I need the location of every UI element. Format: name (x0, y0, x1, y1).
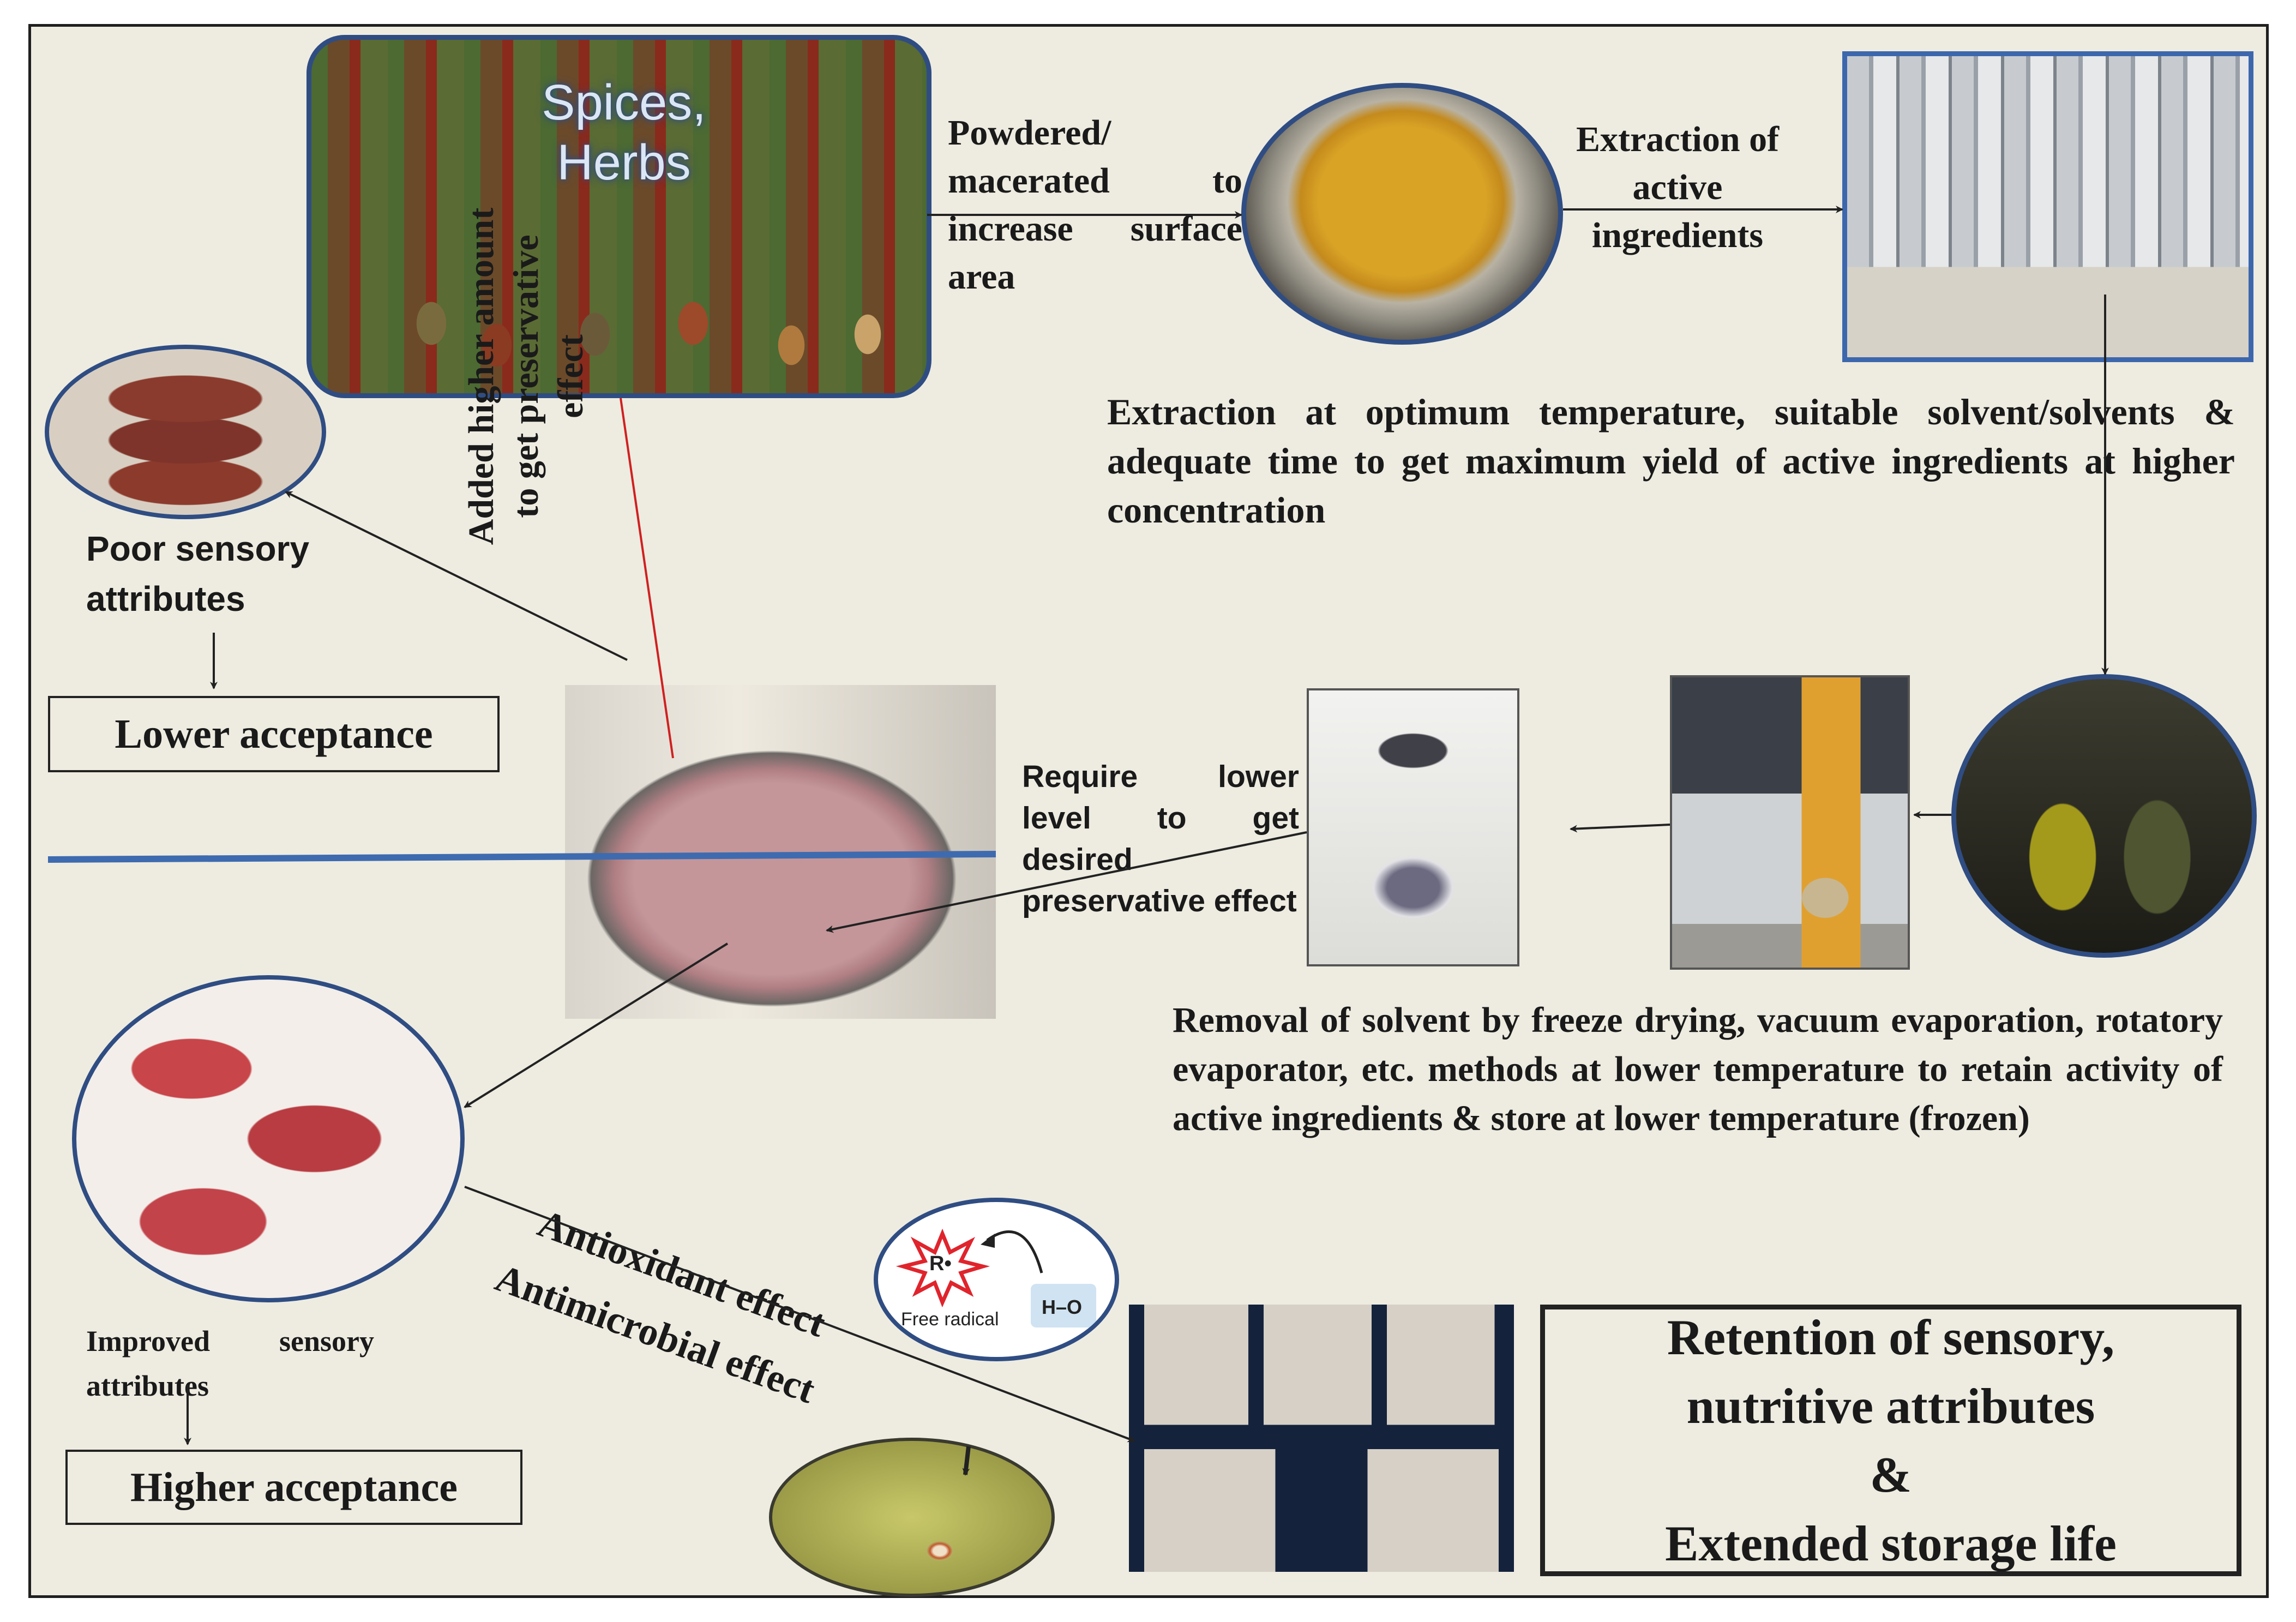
radical-label: Free radical (901, 1309, 999, 1330)
retention-box: Retention of sensory, nutritive attribut… (1540, 1305, 2241, 1576)
arrow-mixer-to-fresh-patties (464, 942, 729, 1108)
packaged-samples-photo (1129, 1305, 1514, 1572)
ho-label: H–O (1042, 1296, 1083, 1318)
rotary-evaporator-photo (1670, 675, 1910, 970)
retention-line-1: Retention of sensory, (1667, 1309, 2115, 1365)
inhibition-zone-photo (769, 1438, 1055, 1597)
divider-line (47, 851, 996, 863)
turmeric-powder-photo (1241, 83, 1563, 345)
spice-title: Spices, Herbs (542, 75, 706, 190)
poor-sensory-text: Poor sensory attributes (86, 529, 310, 618)
fresh-patties-photo (72, 975, 465, 1302)
arrow-evaporator-to-extract (1570, 824, 1670, 833)
extract-flasks-photo (1951, 674, 2257, 958)
extraction-note: Extraction at optimum temperature, suita… (1107, 391, 2235, 531)
extraction-plant-photo (1842, 51, 2253, 362)
radical-symbol: R• (929, 1252, 952, 1275)
retention-line-4: Extended storage life (1665, 1516, 2117, 1571)
arrow-extract-to-mixer (826, 831, 1307, 933)
dry-patties-photo (45, 345, 326, 519)
retention-line-3: & (1870, 1447, 1912, 1503)
arrow-fresh-to-packages (464, 1186, 1135, 1443)
higher-acceptance-box: Higher acceptance (65, 1450, 522, 1525)
free-radical-burst-icon (895, 1228, 1096, 1327)
dried-extract-photo (1307, 688, 1519, 966)
removal-note: Removal of solvent by freeze drying, vac… (1173, 1000, 2223, 1138)
arrow-spices-to-mixer (620, 398, 674, 759)
retention-line-2: nutritive attributes (1686, 1378, 2095, 1434)
spice-rack-photo: Spices, Herbs (306, 35, 931, 398)
require-lower-text: Require lower level to get desired prese… (1022, 759, 1299, 918)
extract-step-text: Extraction of active ingredients (1576, 119, 1780, 255)
free-radical-icon: R• Free radical H–O (874, 1198, 1119, 1361)
arrow-mixer-to-dry-patties (285, 491, 628, 661)
lower-acceptance-box: Lower acceptance (48, 696, 500, 772)
arrow-zone-pointer (962, 1446, 971, 1476)
